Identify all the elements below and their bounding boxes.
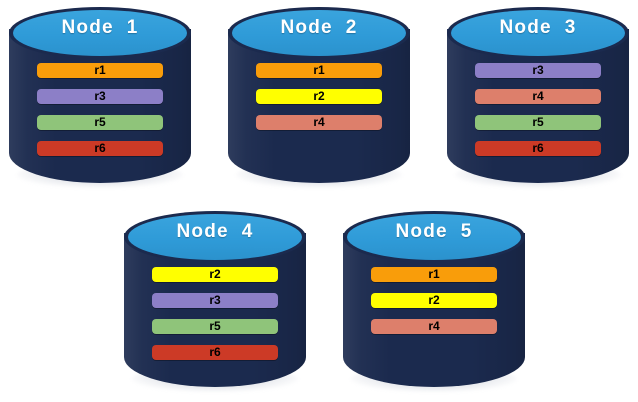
replica-bar[interactable]: r2 bbox=[371, 293, 497, 308]
replica-bar[interactable]: r6 bbox=[152, 345, 278, 360]
replica-bar[interactable]: r2 bbox=[256, 89, 382, 104]
node-label: Node 3 bbox=[499, 17, 577, 38]
replica-bar[interactable]: r6 bbox=[37, 141, 163, 156]
database-node-5[interactable]: Node 5 r1 r2 r4 bbox=[343, 211, 525, 392]
cylinder-top-face bbox=[347, 214, 521, 260]
replica-list: r1 r2 r4 bbox=[371, 267, 497, 345]
replica-bar[interactable]: r4 bbox=[371, 319, 497, 334]
replica-bar[interactable]: r5 bbox=[475, 115, 601, 130]
replica-bar[interactable]: r4 bbox=[256, 115, 382, 130]
replica-bar[interactable]: r6 bbox=[475, 141, 601, 156]
replica-bar[interactable]: r3 bbox=[37, 89, 163, 104]
cylinder-top-face bbox=[451, 10, 625, 56]
node-label: Node 1 bbox=[61, 17, 139, 38]
node-label: Node 5 bbox=[395, 221, 473, 242]
replica-bar[interactable]: r1 bbox=[371, 267, 497, 282]
replica-bar[interactable]: r4 bbox=[475, 89, 601, 104]
replica-bar[interactable]: r2 bbox=[152, 267, 278, 282]
cylinder-top-face bbox=[232, 10, 406, 56]
database-node-3[interactable]: Node 3 r3 r4 r5 r6 bbox=[447, 7, 629, 188]
node-label: Node 2 bbox=[280, 17, 358, 38]
replica-bar[interactable]: r1 bbox=[256, 63, 382, 78]
replica-bar[interactable]: r3 bbox=[475, 63, 601, 78]
replica-list: r1 r2 r4 bbox=[256, 63, 382, 141]
replica-bar[interactable]: r3 bbox=[152, 293, 278, 308]
database-node-4[interactable]: Node 4 r2 r3 r5 r6 bbox=[124, 211, 306, 392]
cylinder-top-face bbox=[128, 214, 302, 260]
database-node-2[interactable]: Node 2 r1 r2 r4 bbox=[228, 7, 410, 188]
replica-bar[interactable]: r5 bbox=[152, 319, 278, 334]
replica-bar[interactable]: r1 bbox=[37, 63, 163, 78]
cylinder-body bbox=[228, 29, 410, 183]
node-label: Node 4 bbox=[176, 221, 254, 242]
cylinder-top-face bbox=[13, 10, 187, 56]
replica-bar[interactable]: r5 bbox=[37, 115, 163, 130]
database-node-1[interactable]: Node 1 r1 r3 r5 r6 bbox=[9, 7, 191, 188]
replica-list: r2 r3 r5 r6 bbox=[152, 267, 278, 371]
replica-list: r3 r4 r5 r6 bbox=[475, 63, 601, 167]
replica-list: r1 r3 r5 r6 bbox=[37, 63, 163, 167]
